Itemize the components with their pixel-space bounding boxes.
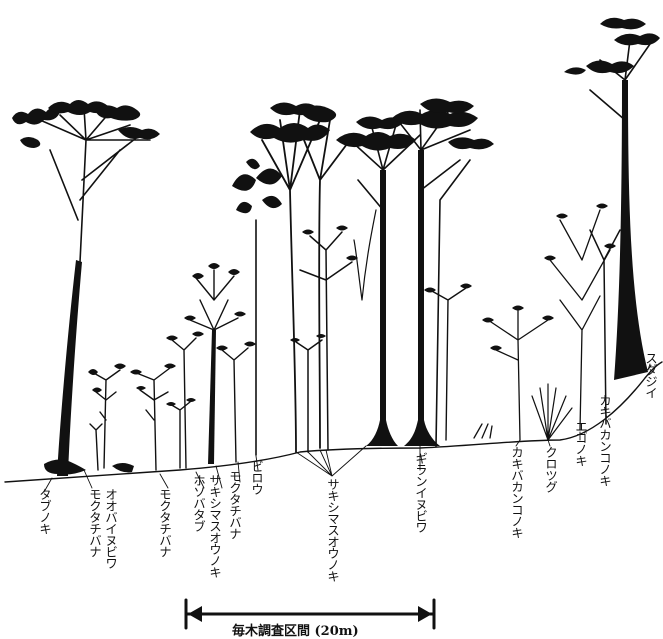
tree-kurotsugu: [532, 384, 572, 440]
tree-birou-palm: [232, 159, 282, 455]
label-mokutachibana-1: モクタチバナ: [88, 488, 101, 557]
tree-sakishimasuounoki-group: [250, 102, 358, 452]
label-kakibakankonoki-2: カキバカンコノキ: [598, 394, 611, 486]
tree-giran-inubiwa: [392, 98, 494, 446]
label-mokutachibana-3: モクタチバナ: [228, 470, 241, 539]
label-birou: ビロウ: [250, 460, 263, 495]
scale-bar-label: 毎木調査区間 (20m): [232, 620, 359, 639]
tree-mokutachibana-small: [88, 364, 134, 473]
label-sakishimasuounoki-1: サキシマスオウノキ: [208, 474, 221, 578]
label-hosobatabu: ホソバタブ: [192, 474, 205, 532]
label-mokutachibana-2: モクタチバナ: [158, 488, 171, 557]
label-kakibakankonoki-1: カキバカンコノキ: [510, 446, 523, 538]
tree-tabunoki: [12, 100, 160, 476]
label-giran-inubiwa: ギランイヌビワ: [414, 452, 427, 533]
tree-tall-center: [336, 116, 420, 446]
label-ooba-inubiwa: オオバイヌビワ: [104, 488, 117, 569]
label-egonoki: エゴノキ: [574, 420, 587, 466]
label-sudajii: スダジイ: [644, 352, 657, 398]
label-kurotsugu: クロツグ: [544, 446, 557, 492]
tree-kakibakankonoki-small: [474, 306, 554, 441]
label-sakishimasuounoki-2: サキシマスオウノキ: [326, 478, 339, 582]
label-tabunoki: タブノキ: [38, 488, 51, 534]
